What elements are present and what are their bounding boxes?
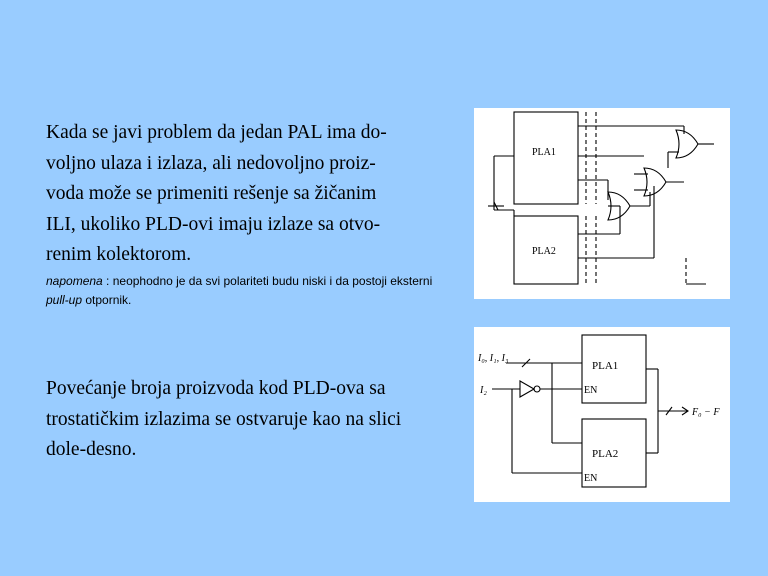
- wired-or-diagram: PLA1 PLA2: [488, 111, 714, 285]
- paragraph-line: trostatičkim izlazima se ostvaruje kao n…: [46, 408, 402, 430]
- tristate-diagram: PLA1 PLA2 I₀, I₁, I₃ I₂ EN EN F₀ − F: [477, 334, 720, 488]
- figure-tristate: PLA1 PLA2 I₀, I₁, I₃ I₂ EN EN F₀ − F: [474, 327, 730, 502]
- paragraph-line: renim kolektorom.: [46, 244, 192, 265]
- paragraph-line: Kada se javi problem da jedan PAL ima do…: [46, 122, 387, 143]
- paragraph-line: voljno ulaza i izlaza, ali nedovoljno pr…: [46, 152, 376, 174]
- note-text: : neophodno je da svi polariteti budu ni…: [102, 274, 433, 288]
- paragraph-line: ILI, ukoliko PLD-ovi imaju izlaze sa otv…: [46, 213, 381, 235]
- input-bottom-label: I₂: [479, 385, 487, 396]
- pla2-label: PLA2: [592, 448, 618, 460]
- enable-bottom-label: EN: [584, 473, 597, 484]
- paragraph-wired-or: Kada se javi problem da jedan PAL ima do…: [46, 118, 431, 271]
- enable-top-label: EN: [584, 385, 597, 396]
- pla1-block: [513, 111, 579, 205]
- paragraph-line: Povećanje broja proizvoda kod PLD-ova sa: [46, 378, 386, 399]
- output-label: F₀ − F: [691, 407, 720, 418]
- note-label: napomena: [46, 274, 103, 288]
- note: napomena : neophodno je da svi polaritet…: [46, 272, 446, 310]
- pla1-label: PLA1: [592, 360, 618, 372]
- pla1-label: PLA1: [532, 147, 556, 158]
- paragraph-line: voda može se primeniti rešenje sa žičani…: [46, 183, 377, 204]
- paragraph-tristate: Povećanje broja proizvoda kod PLD-ova sa…: [46, 374, 446, 466]
- paragraph-line: dole-desno.: [46, 439, 137, 460]
- note-pullup: pull-up: [46, 293, 83, 307]
- pla2-label: PLA2: [532, 246, 556, 257]
- note-text-end: otpornik.: [82, 293, 132, 307]
- figure-wired-or: PLA1 PLA2: [474, 108, 730, 299]
- input-top-label: I₀, I₁, I₃: [477, 353, 509, 364]
- pla2-block: [513, 215, 579, 285]
